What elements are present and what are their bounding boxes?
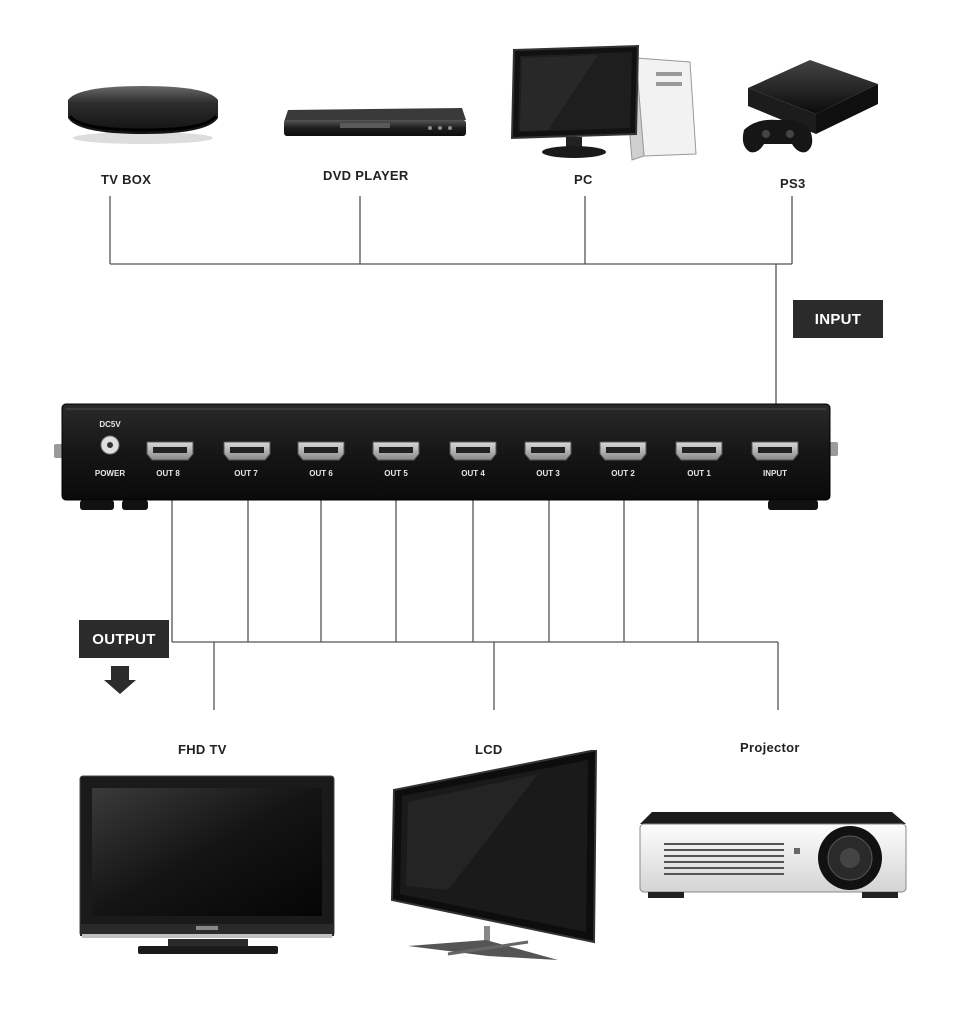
hdmi-port-5: OUT 4 [449,441,497,478]
input-tag: INPUT [793,300,883,338]
port-label: OUT 2 [611,469,635,478]
tv-box-image [68,86,218,144]
hdmi-port-7: OUT 2 [599,441,647,478]
hdmi-port-6: OUT 3 [524,441,572,478]
lcd-image [390,750,598,960]
fhd-tv-image [79,775,335,954]
hdmi-splitter-device: DC5V POWER OUT 8 OUT 7 OUT 6 OUT 5 [54,403,838,510]
port-label: OUT 6 [309,469,333,478]
source-label-ps3: PS3 [780,176,806,191]
source-label-dvd-player: DVD PLAYER [323,168,409,183]
display-label-projector: Projector [740,740,800,755]
port-label: OUT 4 [461,469,485,478]
power-top-label: DC5V [99,420,121,429]
port-label: OUT 3 [536,469,560,478]
port-label: OUT 5 [384,469,408,478]
hdmi-port-4: OUT 5 [372,441,420,478]
hdmi-port-2: OUT 7 [223,441,271,478]
ps3-image [742,60,878,153]
port-label: OUT 7 [234,469,258,478]
display-label-lcd: LCD [475,742,503,757]
output-tag: OUTPUT [79,620,169,658]
port-label: OUT 1 [687,469,711,478]
hdmi-port-1: OUT 8 [146,441,194,478]
source-label-tv-box: TV BOX [101,172,152,187]
display-label-fhd-tv: FHD TV [178,742,227,757]
port-label: INPUT [763,469,787,478]
port-label: OUT 8 [156,469,180,478]
hdmi-port-8: OUT 1 [675,441,723,478]
dvd-player-image [284,108,466,136]
hdmi-port-input: INPUT [751,441,799,478]
source-label-pc: PC [574,172,593,187]
power-bottom-label: POWER [95,469,125,478]
hdmi-port-3: OUT 6 [297,441,345,478]
pc-image [510,44,697,161]
output-arrow-icon [104,666,136,694]
projector-image [639,812,907,898]
